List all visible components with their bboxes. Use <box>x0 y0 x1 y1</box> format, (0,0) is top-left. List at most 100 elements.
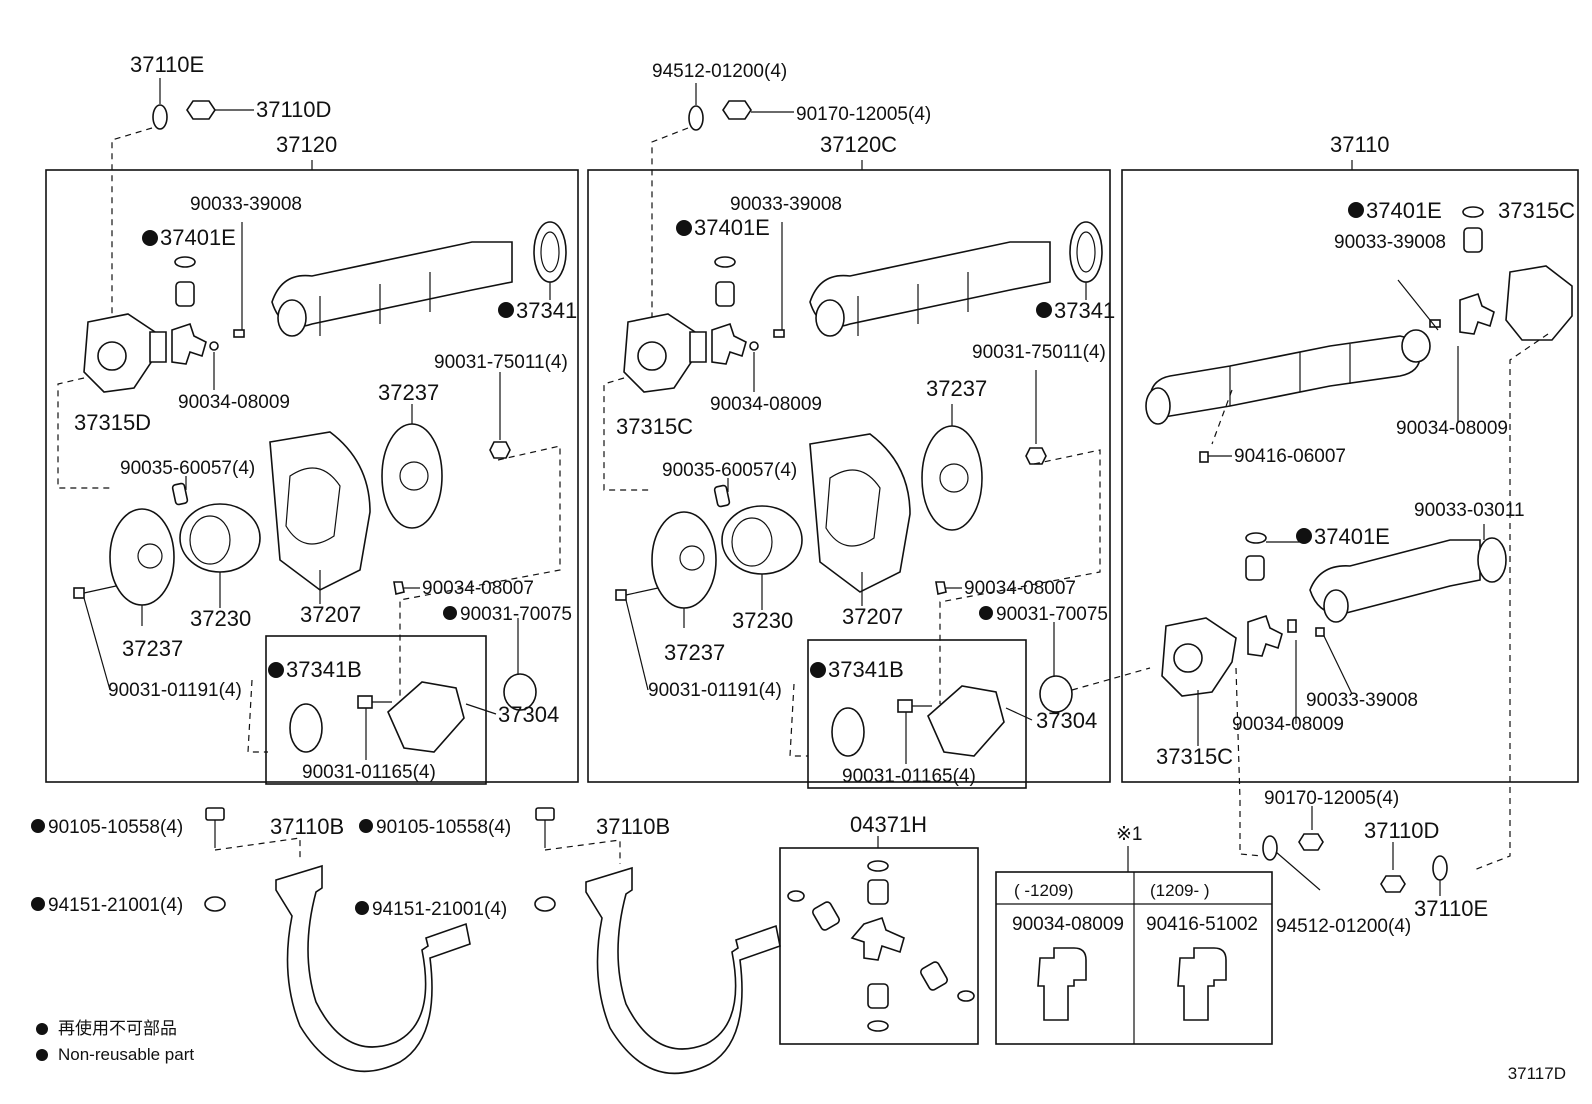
label-c-37401E-mid: 37401E <box>1314 524 1390 549</box>
grease-fitting-90416-icon <box>1177 947 1227 1021</box>
label-b-37230: 37230 <box>732 608 793 633</box>
grease-fitting-icon <box>773 329 785 338</box>
bearing-cup-icon <box>1245 555 1265 581</box>
label-a-37341: 37341 <box>516 298 577 323</box>
dust-seal-icon <box>1069 221 1103 283</box>
label-a-90034-08009: 90034-08009 <box>178 392 290 413</box>
legend-text-en: Non-reusable part <box>58 1045 195 1064</box>
label-c-90034-08009-mid: 90034-08009 <box>1232 714 1344 735</box>
group-title-37110: 37110 <box>1330 132 1390 157</box>
washer-icon <box>1432 855 1448 881</box>
oil-seal-icon <box>289 703 323 753</box>
label-b-37341: 37341 <box>1054 298 1115 323</box>
label-d-37110B-a: 37110B <box>270 814 344 839</box>
label-90170-top: 90170-12005(4) <box>796 104 931 125</box>
label-b-90031-75011: 90031-75011(4) <box>972 342 1106 363</box>
label-a-90031-70075: 90031-70075 <box>460 604 572 625</box>
plug-icon <box>503 673 537 711</box>
center-bearing-bracket-icon <box>585 866 781 1075</box>
dust-seal-icon <box>1477 537 1507 583</box>
grease-fitting-90034-icon <box>1037 947 1087 1021</box>
label-b-37401E: 37401E <box>694 215 770 240</box>
snap-ring-icon <box>714 256 736 268</box>
label-a-37237-bot: 37237 <box>122 636 183 661</box>
label-37110D-top: 37110D <box>256 97 331 122</box>
label-b-90034-08007: 90034-08007 <box>964 578 1076 599</box>
label-c-90033-39008-mid: 90033-39008 <box>1306 690 1418 711</box>
label-b-90034-08009: 90034-08009 <box>710 394 822 415</box>
propeller-shaft-icon <box>271 241 513 328</box>
label-b-37341B: 37341B <box>828 657 904 682</box>
universal-joint-cross-icon <box>711 322 747 365</box>
label-a-90031-75011: 90031-75011(4) <box>434 352 568 373</box>
label-a-90033-39008: 90033-39008 <box>190 194 302 215</box>
label-a-37237-top: 37237 <box>378 380 439 405</box>
label-d-37110E-bot: 37110E <box>1414 896 1488 921</box>
universal-joint-cross-icon <box>1459 292 1495 335</box>
center-bearing-icon <box>179 503 261 573</box>
label-c-90416-06007: 90416-06007 <box>1234 446 1346 467</box>
legend-text-jp: 再使用不可部品 <box>58 1019 177 1038</box>
bearing-cup-icon <box>920 961 948 991</box>
center-bearing-bracket-icon <box>275 864 471 1073</box>
center-bearing-support-icon <box>269 431 371 591</box>
group-title-37120C: 37120C <box>820 132 897 157</box>
legend-row-en: Non-reusable part <box>36 1042 194 1068</box>
legend-row-jp: 再使用不可部品 <box>36 1016 194 1042</box>
label-b-37315C: 37315C <box>616 414 693 439</box>
group-a-parts <box>57 221 567 785</box>
nut-icon <box>489 441 511 459</box>
label-c-37315C-mid: 37315C <box>1156 744 1233 769</box>
bolt-icon <box>205 807 225 821</box>
label-b-37237-top: 37237 <box>926 376 987 401</box>
washer-icon <box>152 104 168 130</box>
bearing-cup-icon <box>175 281 195 307</box>
legend: 再使用不可部品 Non-reusable part <box>36 1016 194 1068</box>
plug-icon <box>1039 675 1073 713</box>
label-a-37401E: 37401E <box>160 225 236 250</box>
flange-icon <box>927 685 1005 757</box>
table-col1-part: 90034-08009 <box>1012 914 1124 935</box>
nut-icon <box>1380 875 1406 893</box>
table-col1-range: ( -1209) <box>1014 881 1074 900</box>
flange-yoke-icon <box>1505 265 1573 341</box>
label-a-90035-60057: 90035-60057(4) <box>120 458 255 479</box>
propeller-shaft-icon <box>1149 335 1421 418</box>
washer-icon <box>688 105 704 131</box>
label-c-37401E-top: 37401E <box>1366 198 1442 223</box>
label-b-90033-39008: 90033-39008 <box>730 194 842 215</box>
universal-joint-cross-icon <box>850 916 905 961</box>
label-b-90031-01191: 90031-01191(4) <box>648 680 782 701</box>
label-a-90034-08007: 90034-08007 <box>422 578 534 599</box>
nut-icon <box>204 896 226 912</box>
bearing-cup-icon <box>812 901 840 931</box>
dust-deflector-icon <box>381 423 443 529</box>
propeller-shaft-icon <box>809 241 1051 328</box>
sub-box-a <box>265 635 487 785</box>
group-b-parts <box>603 221 1151 789</box>
snap-ring-icon <box>174 256 196 268</box>
nut-icon <box>534 896 556 912</box>
grease-fitting-icon <box>1287 619 1297 633</box>
group-box-37120C <box>587 169 1111 783</box>
table-col2-range: (1209- ) <box>1150 881 1210 900</box>
center-bearing-support-icon <box>809 433 911 593</box>
bearing-cup-icon <box>867 879 889 905</box>
bearing-cup-icon <box>1463 227 1483 253</box>
label-d-90105-a: 90105-10558(4) <box>48 817 183 838</box>
group-c-parts <box>1145 206 1573 871</box>
label-b-37237-bot: 37237 <box>664 640 725 665</box>
bearing-cup-icon <box>867 983 889 1009</box>
label-a-37230: 37230 <box>190 606 251 631</box>
label-d-90170-bot: 90170-12005(4) <box>1264 788 1399 809</box>
bullet-icon <box>36 1049 48 1061</box>
label-a-90031-01165: 90031-01165(4) <box>302 762 436 783</box>
bolt-icon <box>535 807 555 821</box>
nut-icon <box>1298 833 1324 851</box>
label-d-04371H: 04371H <box>850 812 927 837</box>
oil-seal-icon <box>831 707 865 757</box>
universal-joint-cross-icon <box>171 322 207 365</box>
label-b-37304: 37304 <box>1036 708 1097 733</box>
sub-box-b <box>807 639 1027 789</box>
